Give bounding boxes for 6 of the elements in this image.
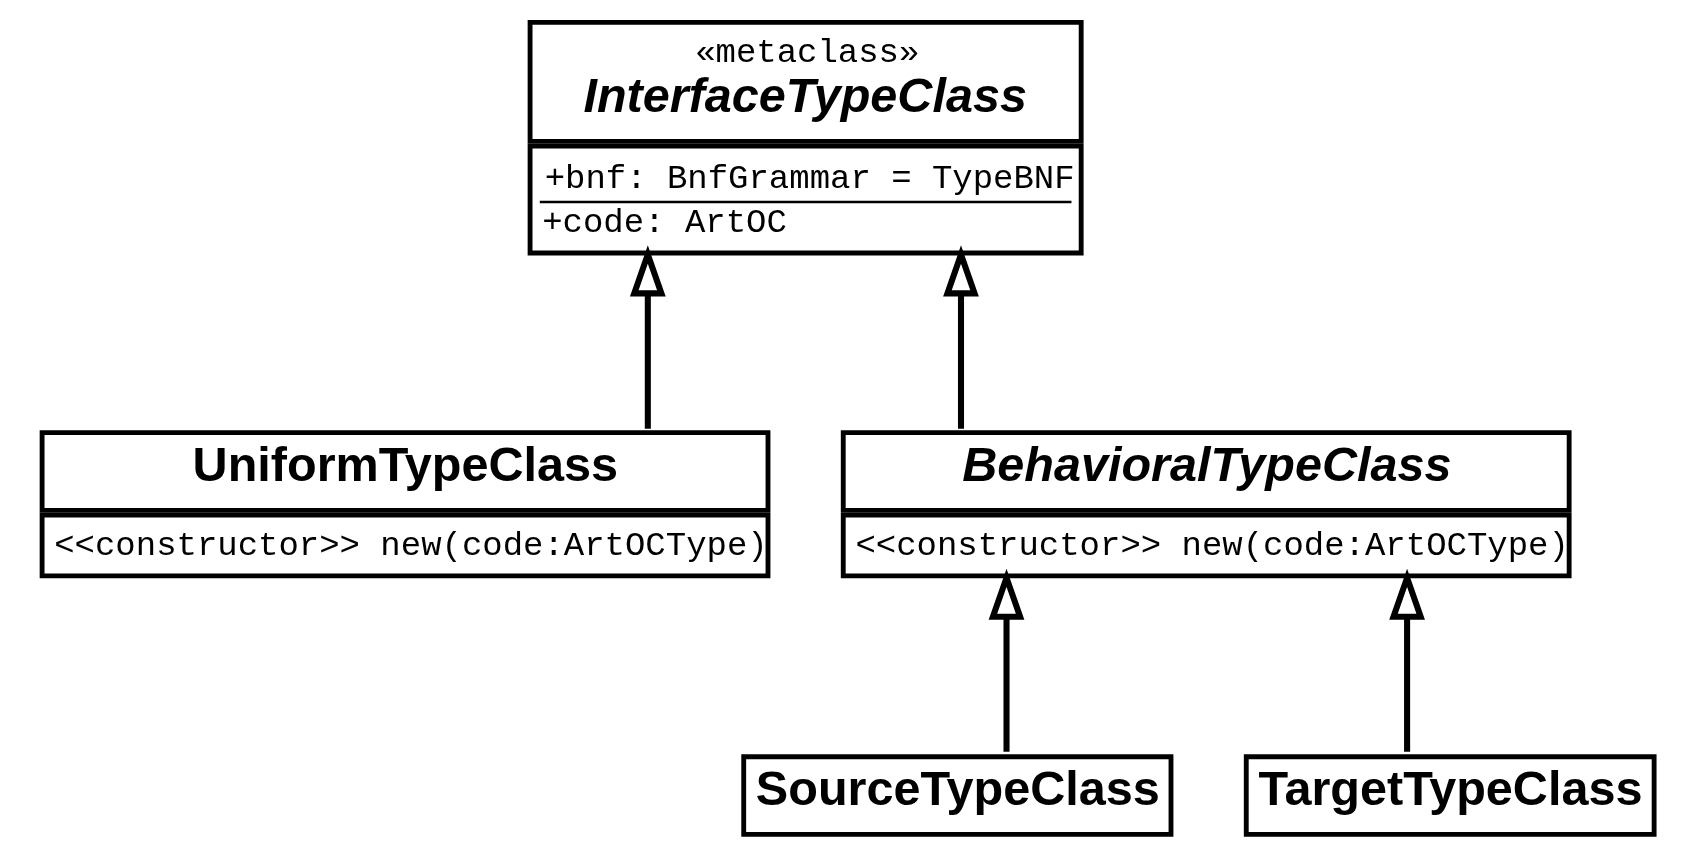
arrow [629, 244, 666, 429]
arrow [943, 244, 979, 429]
arrow [988, 568, 1025, 752]
node-box: SourceTypeClass [741, 753, 1174, 837]
arrow [1389, 568, 1425, 752]
node-box: TargetTypeClass [1243, 753, 1657, 837]
